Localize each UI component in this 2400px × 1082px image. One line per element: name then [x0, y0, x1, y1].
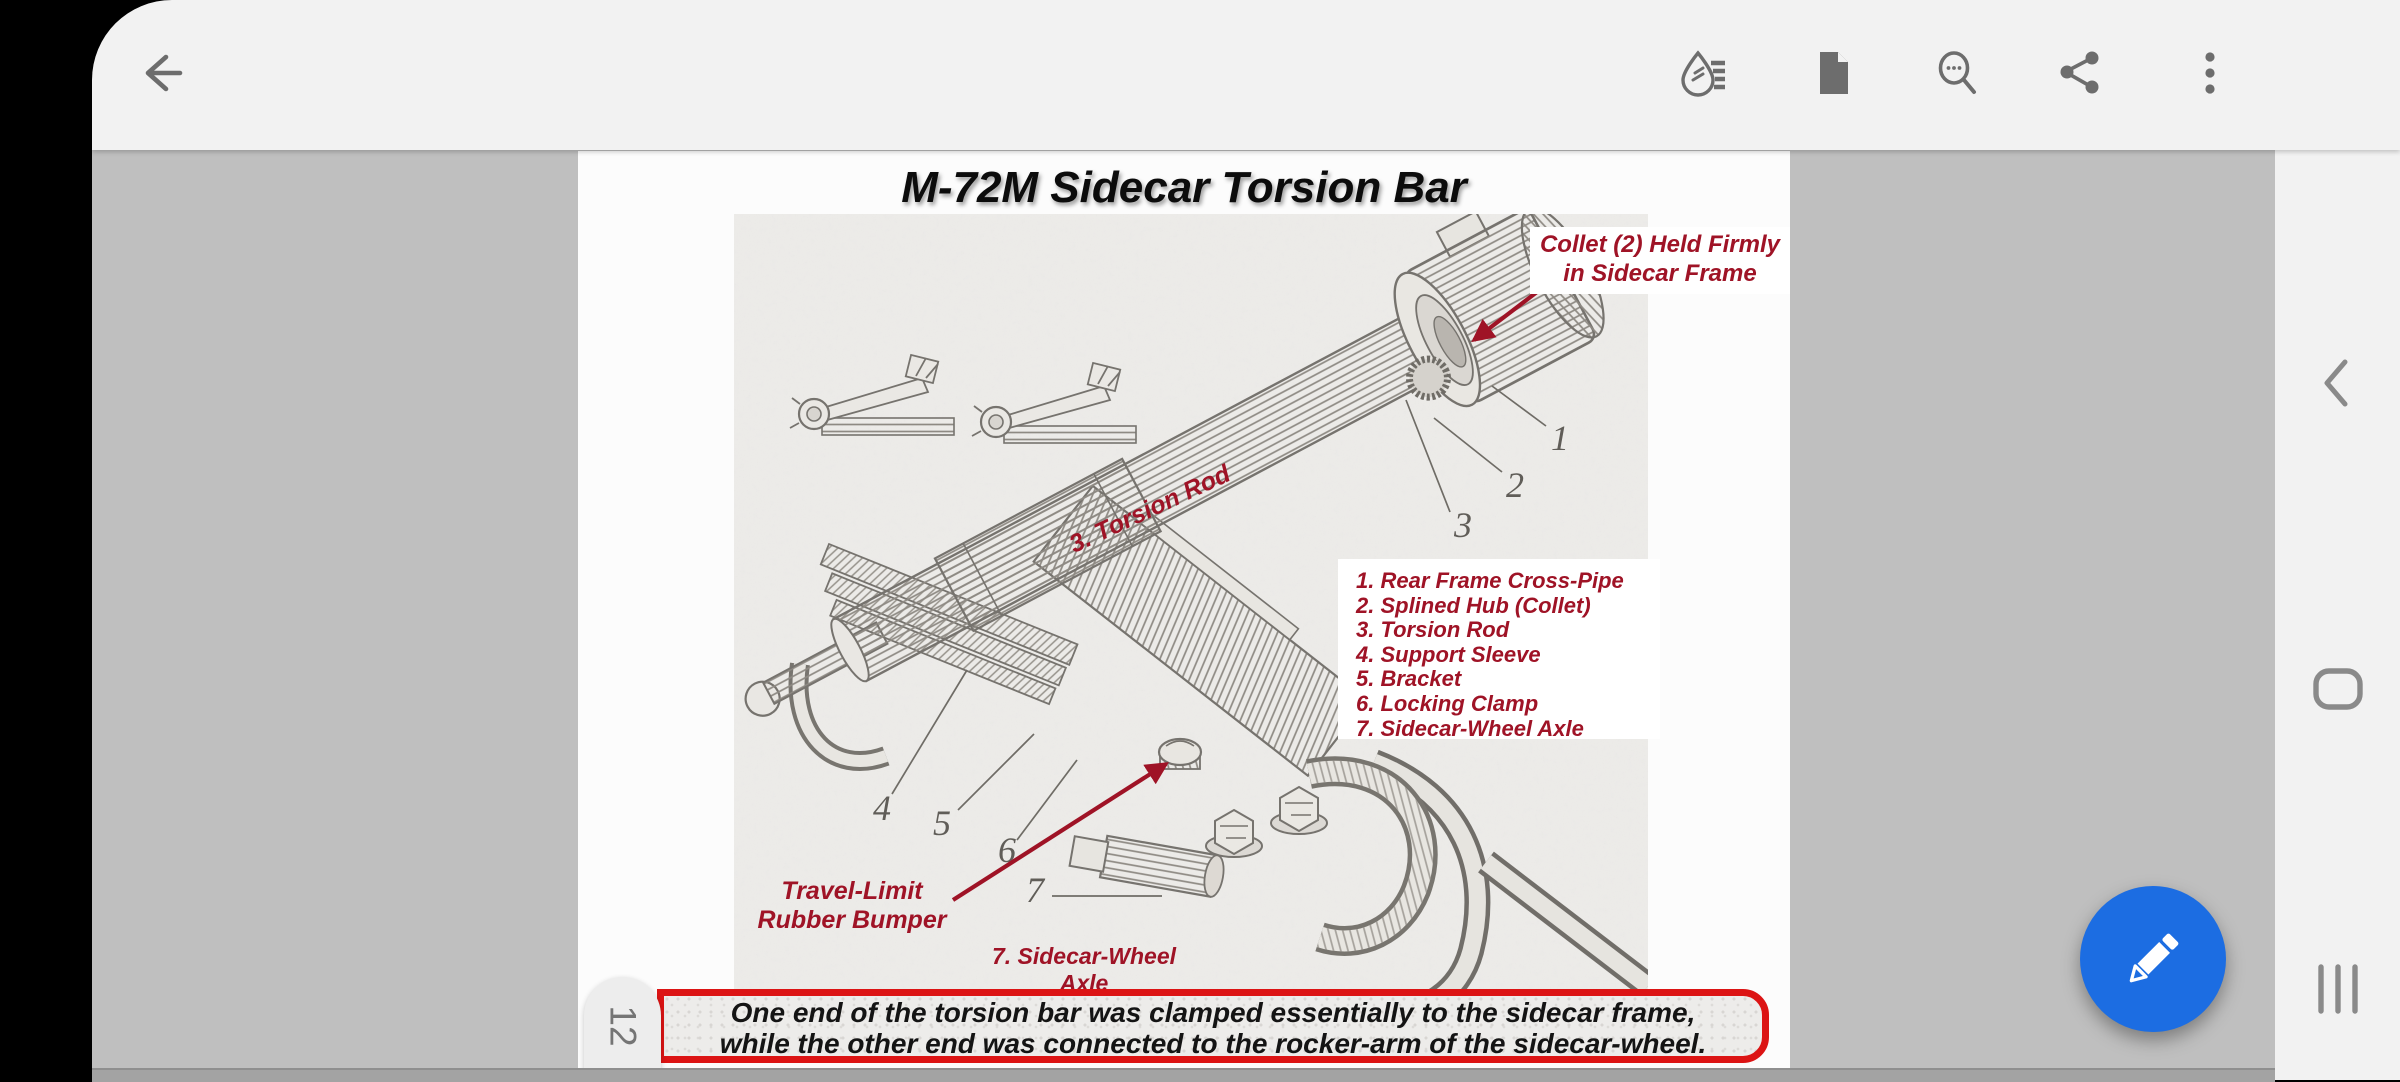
page-number-tab[interactable]: 12: [584, 977, 661, 1068]
app-toolbar: [92, 0, 2400, 150]
collet-annotation: Collet (2) Held Firmly in Sidecar Frame: [1530, 227, 1790, 294]
edit-fab-button[interactable]: [2080, 886, 2226, 1032]
recents-bars-icon[interactable]: [2313, 964, 2363, 1014]
parts-list-item: 7. Sidecar-Wheel Axle: [1356, 715, 1584, 741]
figure-number-2: 2: [1506, 465, 1524, 505]
pencil-icon: [2129, 933, 2179, 983]
parts-list-item: 6. Locking Clamp: [1356, 690, 1539, 716]
figure-number-5: 5: [933, 803, 951, 843]
figure-leader-lines: [891, 385, 1547, 897]
page-number: 12: [602, 1005, 644, 1047]
page-title: M-72M Sidecar Torsion Bar: [901, 163, 1467, 212]
parts-list-item: 3. Torsion Rod: [1356, 617, 1510, 643]
document-viewport[interactable]: M-72M Sidecar Torsion Bar: [92, 150, 2275, 1068]
parts-list-item: 1. Rear Frame Cross-Pipe: [1356, 568, 1624, 593]
more-options-icon[interactable]: [2184, 47, 2236, 99]
parts-list-item: 5. Bracket: [1356, 666, 1462, 692]
share-icon[interactable]: [2055, 47, 2107, 99]
bumper-arrow: [951, 762, 1169, 902]
figure-number-1: 1: [1551, 418, 1569, 458]
caption-box: One end of the torsion bar was clamped e…: [657, 989, 1769, 1063]
chevron-left-icon[interactable]: [2313, 358, 2363, 408]
document-icon[interactable]: [1807, 47, 1859, 99]
back-arrow-icon[interactable]: [136, 47, 188, 99]
figure-number-6: 6: [998, 830, 1016, 870]
caption-line: One end of the torsion bar was clamped e…: [730, 997, 1696, 1028]
figure-bolts: [1205, 785, 1328, 858]
window-bottom-edge: [92, 1068, 2275, 1082]
search-in-document-icon[interactable]: [1932, 47, 1984, 99]
figure-main-tube: [744, 317, 1434, 717]
rubber-bumper-annotation: Travel-Limit Rubber Bumper: [757, 877, 947, 934]
figure-rubber-bumper: [1157, 737, 1203, 770]
camera-cutout-bar: [0, 0, 92, 1080]
navigation-rail: [2275, 150, 2400, 1080]
figure-number-4: 4: [873, 788, 891, 828]
figure-locking-clamp: [1306, 756, 1438, 956]
home-squircle-icon[interactable]: [2313, 664, 2363, 714]
parts-list: 1. Rear Frame Cross-Pipe 2. Splined Hub …: [1338, 559, 1660, 741]
figure-number-3: 3: [1453, 505, 1472, 545]
parts-list-item: 2. Splined Hub (Collet): [1356, 592, 1591, 618]
figure-frame-rail: [1369, 749, 1648, 990]
pdf-page: M-72M Sidecar Torsion Bar: [578, 151, 1790, 1068]
wheel-axle-annotation: 7. Sidecar-Wheel Axle: [991, 943, 1177, 996]
caption-line: while the other end was connected to the…: [719, 1028, 1707, 1059]
ink-annotation-icon[interactable]: [1678, 47, 1730, 99]
figure-number-7: 7: [1026, 870, 1046, 910]
figure-axle: [1068, 834, 1225, 898]
parts-list-item: 4. Support Sleeve: [1356, 641, 1541, 667]
